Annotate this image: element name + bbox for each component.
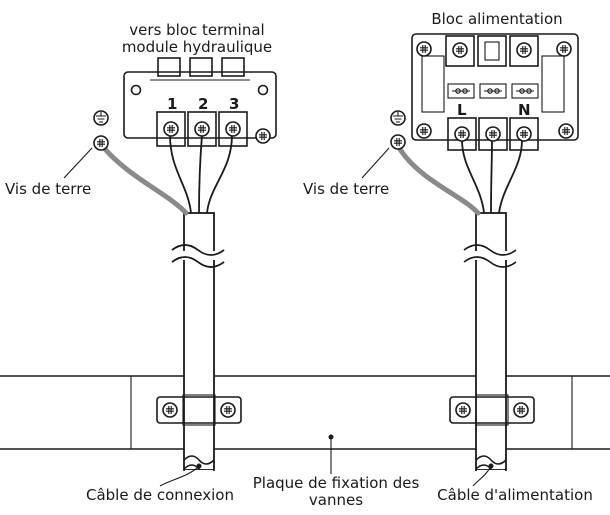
right-cable <box>395 139 523 480</box>
terminal-label-2: 2 <box>198 95 208 113</box>
right-cable-clamp <box>449 394 535 426</box>
valve-fixing-plate <box>0 375 610 450</box>
left-cable-clamp <box>156 394 242 426</box>
left-block-title-line1: vers bloc terminal <box>129 21 265 39</box>
left-earth-label: Vis de terre <box>5 180 92 198</box>
left-terminal-block: 1 2 3 <box>123 57 277 147</box>
terminal-label-3: 3 <box>229 95 239 113</box>
right-block-title: Bloc alimentation <box>431 10 563 28</box>
left-cable-label: Câble de connexion <box>85 486 235 504</box>
right-earth-screw <box>361 110 406 179</box>
left-earth-screw <box>63 110 109 179</box>
terminal-label-1: 1 <box>167 95 177 113</box>
plate-label-line1: Plaque de fixation des <box>252 474 420 492</box>
left-cable <box>101 134 233 480</box>
right-power-block: L N <box>411 33 579 151</box>
leader-lines <box>159 434 494 487</box>
right-earth-label: Vis de terre <box>303 180 390 198</box>
terminal-label-n: N <box>518 101 531 119</box>
terminal-label-l: L <box>457 101 467 119</box>
plate-label-line2: vannes <box>308 491 364 509</box>
right-cable-label: Câble d'alimentation <box>437 486 593 504</box>
left-block-title-line2: module hydraulique <box>121 38 273 56</box>
